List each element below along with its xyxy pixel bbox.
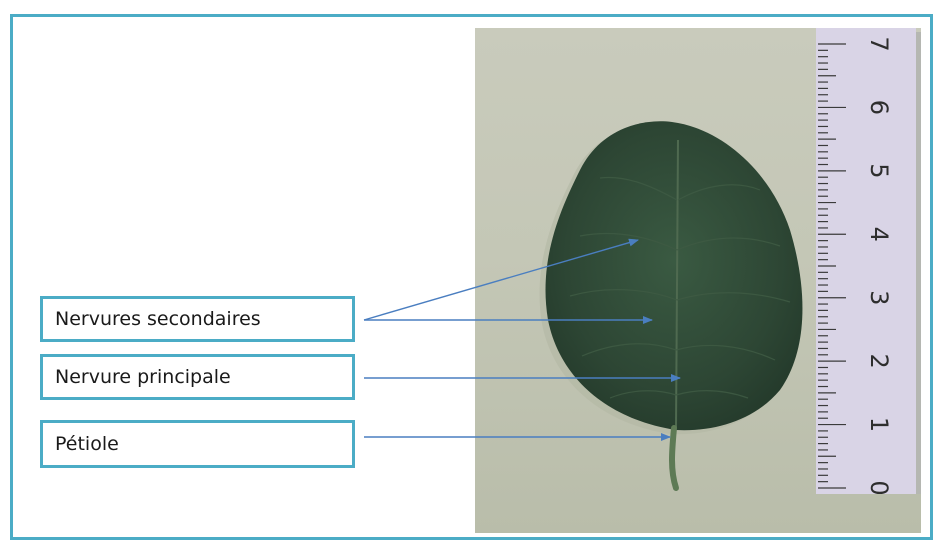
ruler-numbers: 0 1 2 3 4 5 6 7: [865, 36, 893, 495]
leaf-blade: [546, 121, 803, 430]
label-secondary-veins: Nervures secondaires: [40, 296, 355, 342]
label-secondary-veins-text: Nervures secondaires: [55, 308, 261, 330]
ruler-ticks: [818, 44, 846, 488]
ruler-number: 2: [865, 354, 893, 369]
ruler-number: 1: [865, 417, 893, 432]
label-petiole-text: Pétiole: [55, 433, 119, 455]
petiole: [672, 428, 676, 488]
ruler-number: 4: [865, 227, 893, 242]
label-petiole: Pétiole: [40, 420, 355, 468]
label-main-vein: Nervure principale: [40, 354, 355, 400]
ruler-number: 6: [865, 100, 893, 115]
ruler-number: 3: [865, 290, 893, 305]
ruler-number: 0: [865, 480, 893, 495]
label-main-vein-text: Nervure principale: [55, 366, 231, 388]
ruler-number: 7: [865, 36, 893, 51]
ruler-number: 5: [865, 163, 893, 178]
